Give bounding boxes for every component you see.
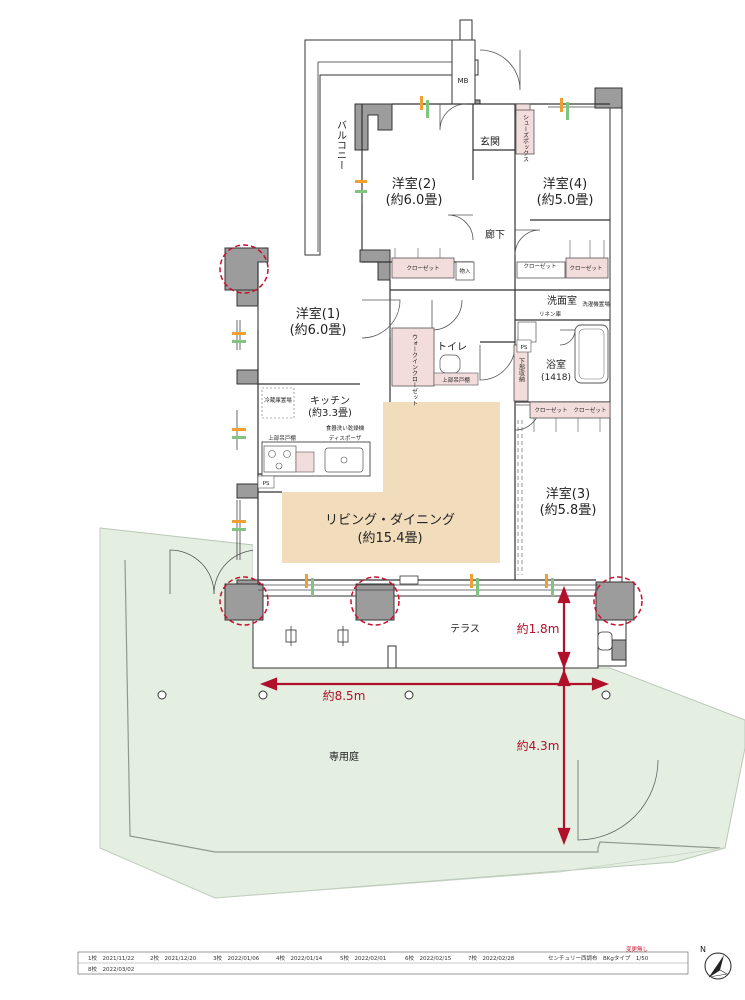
dishwasher-label: 食器洗い乾燥機: [326, 424, 365, 432]
garden-gate-2: [213, 549, 259, 595]
living-dining-floor: [282, 402, 500, 563]
dim-width-label: 約8.5m: [323, 688, 366, 703]
garden-door-arc: [577, 759, 659, 841]
linen-label: リネン庫: [539, 310, 562, 318]
stamp-rev8: 8校 2022/03/02: [88, 965, 134, 973]
dim-terrace-label: 約1.8m: [517, 621, 560, 636]
ps-label-1: PS: [263, 481, 270, 487]
under-storage-label: 下部収納: [518, 358, 525, 383]
disposer-label: ディスポーザ: [329, 434, 362, 442]
revision-stamp: 1校 2021/11/22 2校 2021/12/20 3校 2022/01/0…: [77, 945, 689, 975]
compass-label: N: [700, 945, 706, 954]
kitchen-sink: [324, 447, 364, 473]
closet-label-a: クローゼット: [406, 264, 439, 272]
washroom-label: 洗面室: [547, 294, 577, 307]
terrace-label: テラス: [450, 623, 480, 635]
kitchen-size: (約3.3畳): [308, 406, 352, 419]
ldk-size: (約15.4畳): [357, 531, 422, 546]
north-compass: N: [700, 945, 732, 980]
upper-cabinet-kitchen-label: 上部吊戸棚: [268, 434, 296, 442]
exterior-walls: [224, 39, 635, 667]
closets: [391, 103, 611, 419]
kitchen-name: キッチン: [310, 395, 350, 407]
fridge-space: [261, 387, 295, 419]
garden-gate: [169, 549, 215, 595]
toilet-fixture: [439, 354, 461, 374]
garden-label: 専用庭: [329, 750, 359, 763]
room3-name: 洋室(3): [546, 486, 590, 502]
ps-label-2: PS: [521, 345, 528, 351]
dimension-lines: [259, 585, 610, 846]
dim-garden-label: 約4.3m: [517, 738, 560, 753]
washer-label: 洗濯機置場: [582, 300, 610, 308]
balcony-label: バルコニー: [335, 120, 347, 170]
stove: [263, 445, 297, 473]
bathtub: [574, 324, 609, 384]
terrace-area: [252, 595, 599, 669]
garden-inner-border: [124, 559, 721, 853]
room1-size: (約6.0畳): [290, 323, 347, 338]
room3-size: (約5.8畳): [540, 503, 597, 518]
stamp-rev2: 2校 2021/12/20: [150, 954, 197, 962]
walkin-label: ウォークインクローゼット: [411, 334, 418, 406]
stamp-rev4: 4校 2022/01/14: [276, 954, 323, 962]
closet-label-d: クローゼット: [573, 406, 606, 414]
closet-label-e: クローゼット: [523, 262, 556, 270]
room2-name: 洋室(2): [392, 176, 436, 192]
room1-name: 洋室(1): [296, 306, 340, 322]
room4-size: (約5.0畳): [537, 193, 594, 208]
ldk-name: リビング・ダイニング: [325, 513, 455, 528]
stamp-rev5: 5校 2022/02/01: [340, 954, 386, 962]
fridge-label: 冷蔵庫置場: [264, 396, 292, 404]
toilet-label: トイレ: [437, 342, 467, 353]
shoebox-label: シューズボックス: [522, 114, 529, 162]
room2-size: (約6.0畳): [386, 193, 443, 208]
bath-name: 浴室: [546, 358, 566, 371]
entrance-label: 玄関: [480, 135, 500, 148]
stamp-rev3: 3校 2022/01/06: [213, 954, 260, 962]
stamp-project: センチュリー西調布 BKgタイプ 1/50: [548, 954, 649, 962]
private-garden-area: [99, 527, 745, 899]
vent-markers: [232, 96, 569, 596]
stamp-rev1: 1校 2021/11/22: [88, 954, 134, 962]
room4-name: 洋室(4): [543, 176, 587, 192]
terrace-step: [387, 645, 397, 669]
stamp-rev7: 7校 2022/02/28: [468, 954, 515, 962]
garden-outer-line: [99, 528, 723, 899]
upper-cabinet-toilet-label: 上部吊戸棚: [442, 376, 470, 384]
hallway-label: 廊下: [485, 228, 505, 241]
terrace-fixtures: [285, 575, 613, 651]
closet-label-b: クローゼット: [569, 264, 602, 272]
stamp-rev6: 6校 2022/02/15: [405, 954, 452, 962]
closet-label-c: クローゼット: [534, 406, 567, 414]
stamp-note: 変更無し: [626, 945, 648, 953]
garden-markers: [157, 690, 611, 700]
storage-label: 物入: [459, 267, 471, 275]
column-highlights: [219, 244, 643, 626]
mb-label: MB: [458, 77, 469, 85]
washbasin: [517, 321, 537, 343]
bath-size: (1418): [541, 373, 571, 383]
